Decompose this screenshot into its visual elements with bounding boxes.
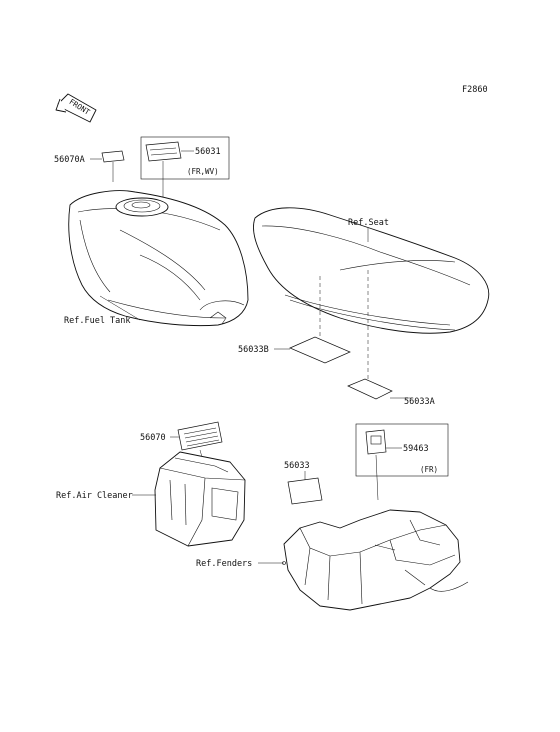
fuel-tank-drawing: Ref.Fuel Tank <box>64 190 249 327</box>
part-number-56031: 56031 <box>195 147 221 157</box>
figure-code: F2860 <box>462 85 488 95</box>
label-56033: 56033 <box>284 461 323 505</box>
ref-seat-label: Ref.Seat <box>348 218 389 228</box>
fenders-drawing: Ref.Fenders <box>196 509 469 611</box>
label-56033a: 56033A <box>347 378 435 407</box>
callout-box-59463 <box>355 423 449 477</box>
label-56070: 56070 <box>140 421 223 469</box>
note-59463: (FR) <box>420 465 438 474</box>
air-cleaner-drawing: Ref.Air Cleaner <box>56 451 246 547</box>
label-56070a: 56070A <box>54 150 125 182</box>
ref-air-cleaner-label: Ref.Air Cleaner <box>56 491 133 501</box>
label-56031: 56031 (FR,WV) <box>140 136 230 218</box>
ref-fenders-label: Ref.Fenders <box>196 559 252 569</box>
label-56033b: 56033B <box>238 336 351 364</box>
callout-box-56031 <box>140 136 230 180</box>
label-59463: 59463 (FR) <box>355 423 449 501</box>
part-number-56033: 56033 <box>284 461 310 471</box>
note-56031: (FR,WV) <box>187 167 219 176</box>
seat-drawing: Ref.Seat <box>253 207 490 384</box>
part-number-56070a: 56070A <box>54 155 85 165</box>
front-arrow-icon: FRONT <box>55 93 97 123</box>
part-number-56033b: 56033B <box>238 345 269 355</box>
part-number-59463: 59463 <box>403 444 429 454</box>
part-number-56070: 56070 <box>140 433 166 443</box>
ref-fuel-tank-label: Ref.Fuel Tank <box>64 316 131 326</box>
part-number-56033a: 56033A <box>404 397 435 407</box>
